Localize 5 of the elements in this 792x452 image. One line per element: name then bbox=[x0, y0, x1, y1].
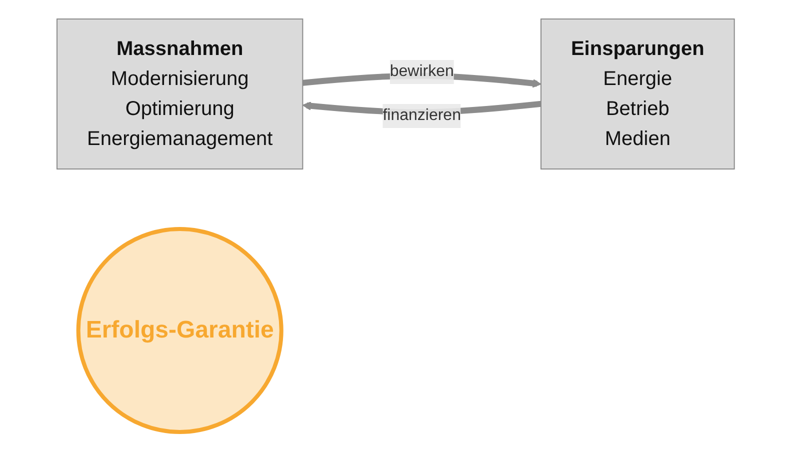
node-circle: Erfolgs-Garantie bbox=[76, 227, 284, 435]
node-box: Einsparungen Energie Betrieb Medien bbox=[540, 18, 736, 170]
edge-label: finanzieren bbox=[383, 107, 462, 124]
node-box: Massnahmen Modernisierung Optimierung Energiemanagement bbox=[56, 18, 304, 170]
edge-label: bewirken bbox=[390, 63, 454, 80]
